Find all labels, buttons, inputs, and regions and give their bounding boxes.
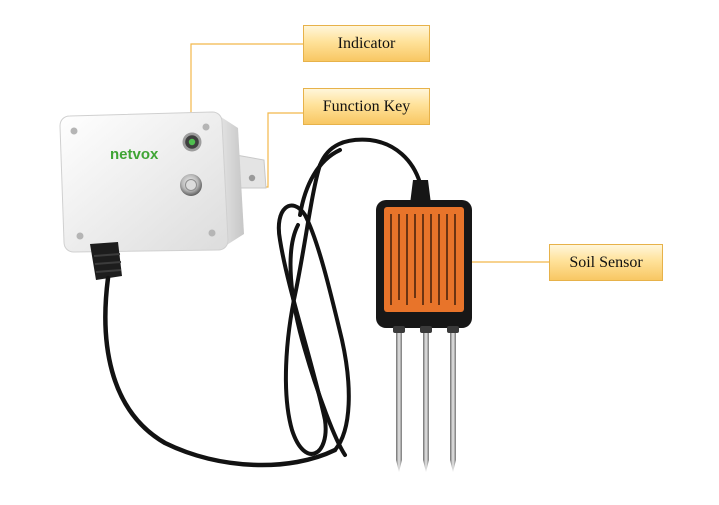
pin-collar xyxy=(393,326,405,333)
leader-lines xyxy=(190,43,549,263)
cable-gland xyxy=(90,242,122,280)
indicator-led-icon xyxy=(182,132,202,152)
soil-probe xyxy=(376,180,472,472)
enclosure-front xyxy=(59,111,229,253)
indicator-callout: Indicator xyxy=(303,25,430,62)
screw xyxy=(202,123,210,131)
brand-logo: netvox xyxy=(110,146,159,163)
screw xyxy=(76,232,84,240)
function-key-button-icon xyxy=(180,174,202,196)
soil-sensor-callout: Soil Sensor xyxy=(549,244,663,281)
pin-collar xyxy=(420,326,432,333)
mounting-hole xyxy=(248,174,256,182)
probe-strain-relief xyxy=(410,180,431,204)
pin-collar xyxy=(447,326,459,333)
probe-pin-middle xyxy=(423,333,429,472)
probe-label xyxy=(384,207,464,312)
probe-pin-right xyxy=(450,333,456,472)
function-key-callout: Function Key xyxy=(303,88,430,125)
indicator-leader-line xyxy=(190,43,303,128)
screw xyxy=(208,229,216,237)
sensor-enclosure: netvox xyxy=(59,111,267,280)
probe-pin-left xyxy=(396,333,402,472)
screw xyxy=(70,127,78,135)
probe-label-text xyxy=(390,214,456,305)
sensor-cable xyxy=(103,137,422,468)
